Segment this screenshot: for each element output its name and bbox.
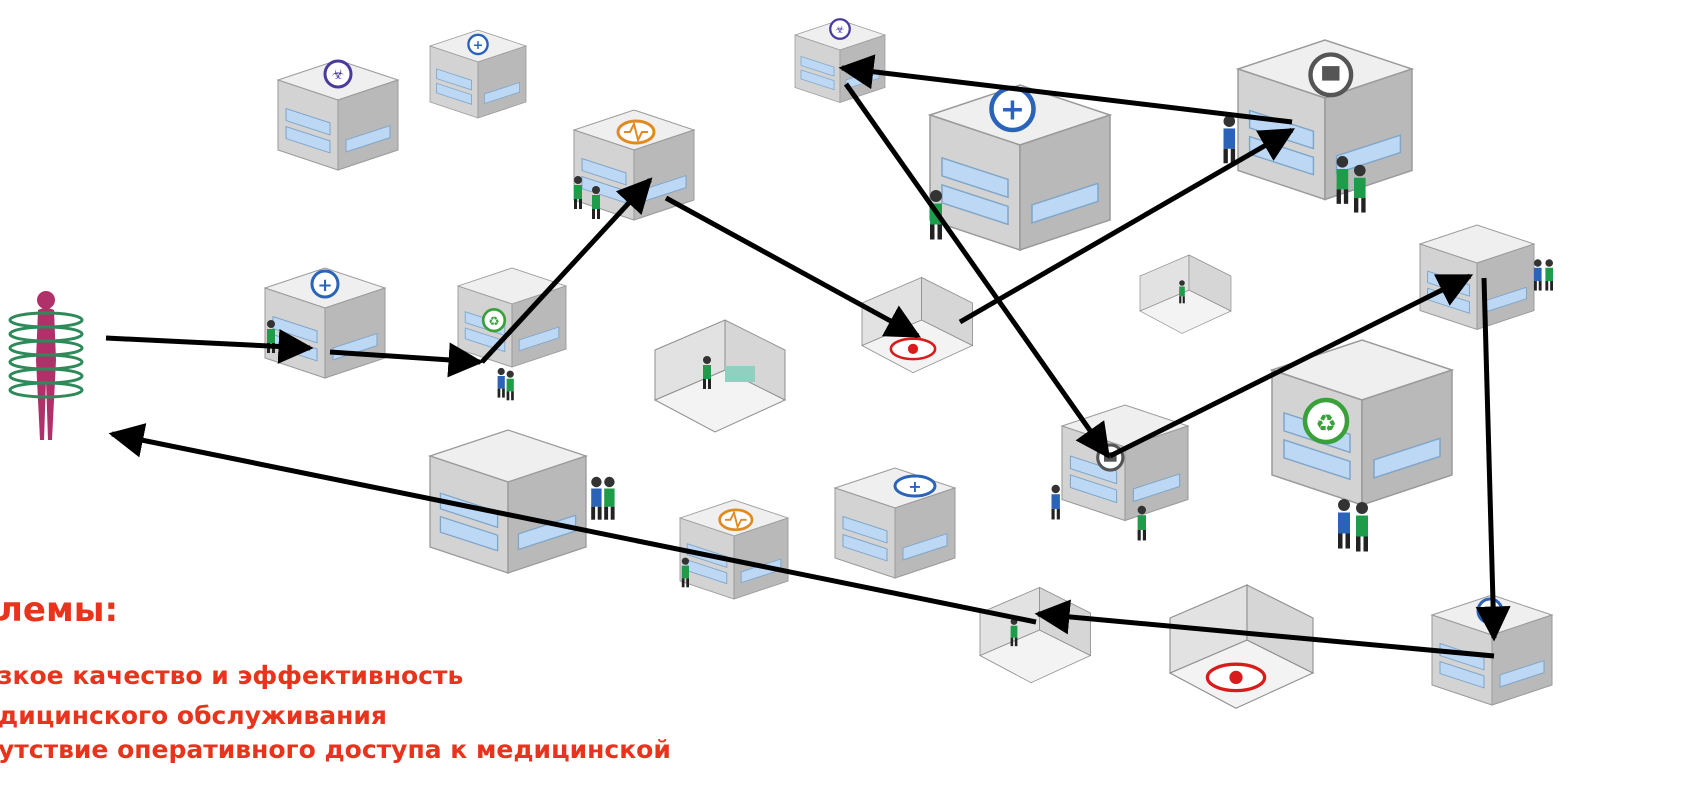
ecg-building-2 <box>679 499 789 600</box>
svg-text:+: + <box>473 38 484 53</box>
lab-building-2: ♻ <box>1271 339 1453 552</box>
doctor-office-1 <box>654 319 786 433</box>
arrow-11 <box>108 423 1037 625</box>
problem-item-1-line-1: зкое качество и эффективность <box>0 661 464 690</box>
hospital-main: + <box>929 84 1111 251</box>
hospital-lower-left <box>429 429 615 574</box>
ecg-building-1 <box>573 109 695 221</box>
svg-text:+: + <box>908 477 921 496</box>
problem-item-1: зкое качество и эффективность дицинского… <box>0 656 463 736</box>
svg-text:☣: ☣ <box>332 67 345 83</box>
problem-item-1-line-2: дицинского обслуживания <box>0 701 387 730</box>
arrow-3 <box>480 177 653 364</box>
biohazard-building-2: ☣ <box>794 18 886 103</box>
radiology-room-1 <box>861 277 973 374</box>
patient-icon <box>8 291 84 440</box>
radiology-room-2 <box>1169 584 1314 709</box>
problems-title: лемы: <box>0 590 119 630</box>
clinic-building-left: + <box>264 267 386 379</box>
doctor-office-3 <box>979 587 1091 684</box>
clinic-building-bottom: + <box>834 467 956 579</box>
biohazard-icon <box>323 59 353 89</box>
doctor-office-2 <box>1139 254 1232 334</box>
arrow-10 <box>1034 599 1495 659</box>
arrow-1 <box>105 328 314 364</box>
lab-building-1: ♻ <box>457 267 567 401</box>
biohazard-building-1: ☣ <box>277 59 399 171</box>
problem-item-2-line-1: утствие оперативного доступа к медицинск… <box>0 735 671 764</box>
arrow-5 <box>958 127 1296 325</box>
microscope-icon <box>481 308 507 333</box>
pharmacy-building-1 <box>1223 39 1413 213</box>
arrow-7 <box>843 82 1111 459</box>
svg-text:♻: ♻ <box>1315 410 1337 438</box>
route-arrows <box>105 54 1511 659</box>
arrow-2 <box>329 342 484 378</box>
svg-text:+: + <box>317 275 332 296</box>
arrow-9 <box>1475 277 1511 642</box>
problem-item-2: утствие оперативного доступа к медицинск… <box>0 730 671 770</box>
svg-text:+: + <box>1000 93 1025 128</box>
medical-cross-icon <box>467 33 489 56</box>
arrow-6 <box>838 54 1293 125</box>
svg-text:♻: ♻ <box>488 314 499 329</box>
svg-text:☣: ☣ <box>835 24 844 36</box>
arrow-8 <box>1108 273 1474 459</box>
clinic-building-top: + <box>429 29 527 119</box>
arrow-4 <box>664 195 922 339</box>
